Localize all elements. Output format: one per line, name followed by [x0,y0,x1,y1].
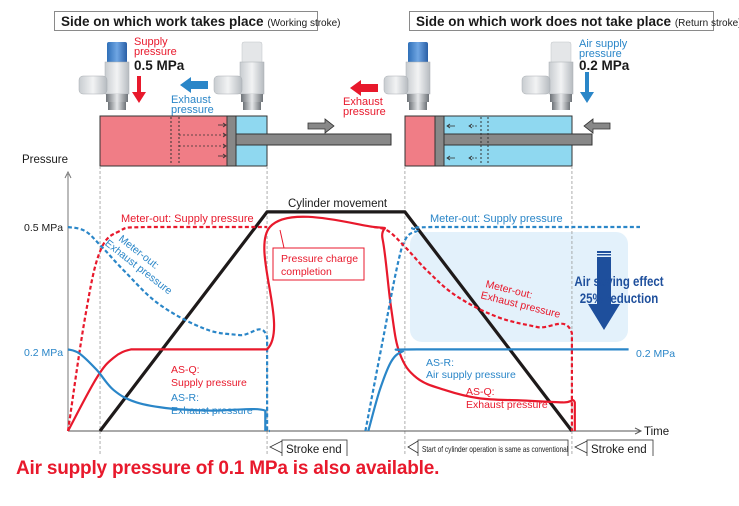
supply-pressure-label-line1: Supply [134,36,168,48]
air-saving-line2: 25% reduction [580,290,659,306]
working-stroke-title: Side on which work takes place (Working … [54,11,341,31]
start-same-callout [407,439,569,456]
cylinder-movement-label: Cylinder movement [288,198,388,210]
exhaust-left-arrow-red-icon [350,80,378,96]
supply-pressure-label-line2: pressure [134,46,177,58]
speed-controller-valve-asr-right [521,41,574,110]
right-tick-02: 0.2 MPa [636,348,675,360]
stroke-end-label-1: Stroke end [286,444,342,456]
pressure-charge-callout-box [272,247,365,281]
working-stroke-title-text: Side on which work takes place [61,14,264,29]
exhaust-pressure-label-middle: Exhaust pressure [343,96,386,118]
exhaust-label-left-line1: Exhaust [171,94,211,106]
footer-note: Air supply pressure of 0.1 MPa is also a… [16,458,440,479]
asq-supply-line1: AS-Q: [171,364,200,376]
series-cylinder-movement [98,210,574,432]
stroke-end-label-2: Stroke end [591,444,647,456]
supply-pressure-label: Supply pressure [134,36,177,58]
exhaust-label-middle-line1: Exhaust [343,96,383,108]
series-meter-out-exhaust-pressure-return-side [373,225,573,431]
working-stroke-subtitle: (Working stroke) [267,18,341,29]
exhaust-label-middle-line2: pressure [343,106,386,118]
y-axis-label: Pressure [22,154,68,166]
series-meter-out-supply-pressure-return-side [364,225,640,432]
air-supply-label-line1: Air supply [579,38,628,50]
meter-out-exhaust-left-label: Meter-out: Exhaust pressure [102,233,174,297]
supply-down-arrow-icon [132,76,146,103]
speed-controller-valve-asr-left [213,41,265,110]
air-saving-down-arrow-icon [588,251,620,330]
start-same-label: Start of cylinder operation is same as c… [422,444,569,454]
air-saving-region [410,232,628,342]
asq-exhaust-line2: Exhaust pressure [466,399,548,411]
return-stroke-title-text: Side on which work does not take place [416,14,672,29]
return-stroke-cylinder [404,115,593,167]
pressure-arrows-left [446,123,478,161]
move-right-arrow-icon [307,118,335,134]
pressure-charge-line1: Pressure charge [281,253,358,265]
exhaust-left-arrow-blue-icon [180,77,208,93]
air-supply-pressure-label: Air supply pressure [579,38,628,60]
pressure-time-chart: Pressure Time 0.5 MPa 0.2 MPa 0.2 MPa Cy… [22,154,675,456]
asr-air-supply-line2: Air supply pressure [426,369,516,381]
stroke-end-callout-2 [574,439,654,456]
event-lines [99,166,573,456]
series-meter-out-exhaust-pressure-working-side [67,225,270,433]
asr-air-supply-line1: AS-R: [426,357,454,369]
x-axis-arrow-icon [634,427,643,435]
meter-out-supply-right-label: Meter-out: Supply pressure [430,213,563,225]
air-supply-pressure-value: 0.2 MPa [579,58,630,73]
series-as-r-air-supply-pressure [367,348,629,432]
meter-out-supply-left-label: Meter-out: Supply pressure [121,213,254,225]
return-stroke-title: Side on which work does not take place (… [409,11,739,31]
series-meter-out-supply-pressure-working-side [66,225,268,432]
speed-controller-valve-asq-right [383,42,431,110]
y-axis-arrow-icon [64,170,72,179]
move-left-arrow-icon [583,118,611,134]
stroke-end-callout-1 [269,439,348,456]
asr-exhaust-line1: AS-R: [171,392,199,404]
supply-pressure-value: 0.5 MPa [134,58,185,73]
asr-exhaust-line2: Exhaust pressure [171,405,253,417]
speed-controller-valve-asq-left [78,42,130,110]
y-tick-02: 0.2 MPa [24,347,63,359]
pressure-charge-line2: completion [281,266,332,278]
pressure-arrows-right [179,122,227,159]
air-saving-line1: Air saving effect [574,273,664,289]
working-stroke-cylinder [99,115,392,167]
pressure-charge-callout-pointer [279,229,291,249]
asq-exhaust-line1: AS-Q: [466,386,495,398]
exhaust-label-left-line2: pressure [171,104,214,116]
air-supply-down-arrow-icon [580,72,594,103]
series-as-q-supply-pressure [67,215,576,432]
asq-supply-line2: Supply pressure [171,377,247,389]
cylinder-diagrams [78,41,611,167]
air-supply-label-line2: pressure [579,48,622,60]
y-tick-05: 0.5 MPa [24,222,63,234]
return-stroke-subtitle: (Return stroke) [674,18,739,29]
exhaust-pressure-label-left: Exhaust pressure [171,94,214,116]
series-as-r-exhaust-pressure [67,348,267,431]
x-axis-label: Time [644,426,669,438]
